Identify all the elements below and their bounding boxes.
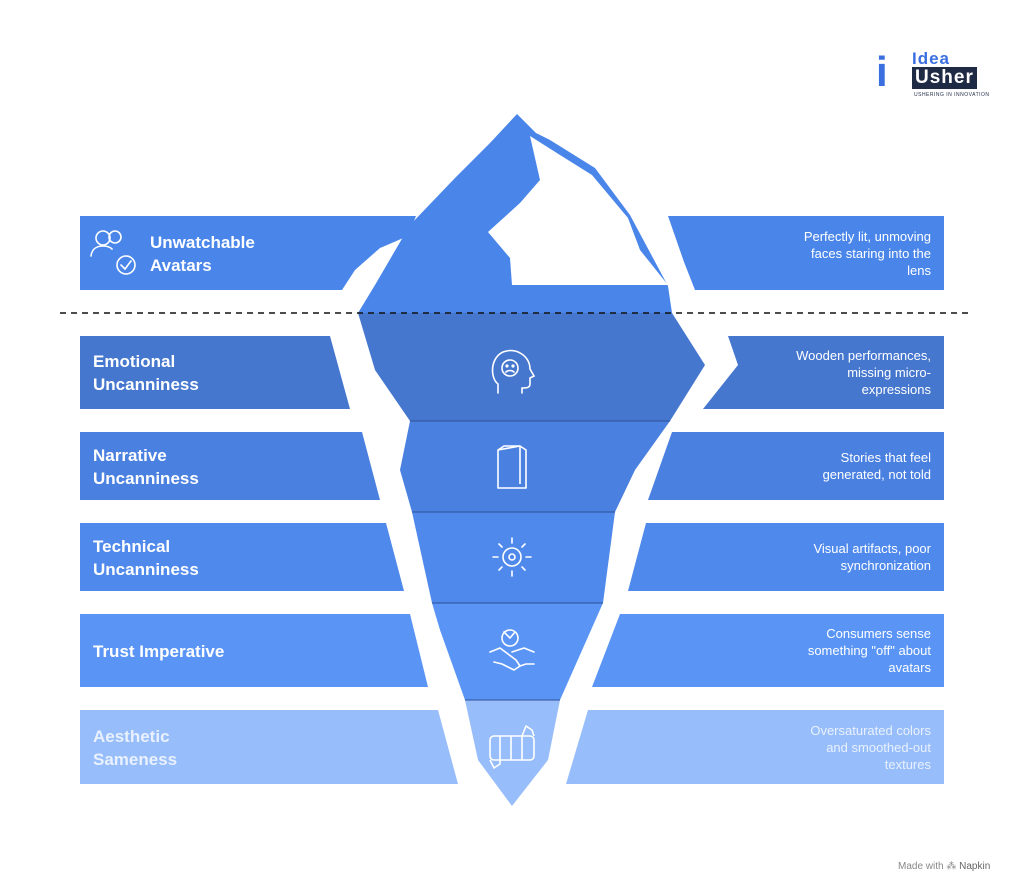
level-3-left-band — [80, 523, 404, 591]
tip-right-band — [668, 216, 944, 290]
level-4-left-band — [80, 614, 428, 687]
tip-left-band — [80, 216, 416, 290]
level-3-label: Technical Uncanniness — [93, 537, 199, 579]
level-4-description: Consumers sense something "off" about av… — [807, 626, 931, 675]
level-2-left-band — [80, 432, 380, 500]
napkin-icon: ⁂ — [946, 861, 957, 872]
level-5-label: Aesthetic Sameness — [93, 727, 178, 769]
scroll-icon — [489, 725, 535, 769]
level-5-description: Oversaturated colors and smoothed-out te… — [810, 723, 931, 772]
level-5-left-band — [80, 710, 458, 784]
handshake-icon — [489, 629, 535, 671]
gear-sun-icon — [492, 537, 532, 577]
level-2-label: Narrative Uncanniness — [93, 446, 199, 488]
tip-description: Perfectly lit, unmoving faces staring in… — [803, 229, 931, 278]
iceberg-level-4 — [432, 603, 603, 700]
level-3-right-band — [628, 523, 944, 591]
level-1-right-band — [703, 336, 944, 409]
tip-label: Unwatchable Avatars — [150, 233, 255, 275]
logo-tagline: USHERING IN INNOVATION — [914, 92, 990, 98]
level-4-label: Trust Imperative — [93, 642, 225, 661]
level-4-right-band — [592, 614, 944, 687]
book-icon — [497, 445, 527, 489]
credit-brand: Napkin — [959, 861, 991, 872]
level-2-right-band — [648, 432, 944, 500]
level-2-description: Stories that feel generated, not told — [822, 450, 931, 482]
sad-head-icon — [491, 349, 536, 394]
iceberg-level-2 — [400, 421, 670, 512]
snow-cap — [488, 136, 668, 285]
level-1-label: Emotional Uncanniness — [93, 352, 199, 394]
credit-prefix: Made with — [898, 861, 944, 872]
section-dividers — [410, 420, 670, 701]
user-check-icon — [90, 230, 136, 275]
logo-word-idea: Idea — [912, 49, 951, 68]
made-with-credit: Made with ⁂ Napkin — [898, 861, 990, 872]
level-3-description: Visual artifacts, poor synchronization — [813, 541, 931, 573]
logo-word-usher: Usher — [912, 67, 977, 89]
level-1-description: Wooden performances, missing micro- expr… — [796, 348, 931, 397]
level-1-left-band — [80, 336, 350, 409]
iceberg-level-1 — [358, 313, 705, 421]
logo-letter: i — [876, 48, 888, 95]
iceberg-level-3 — [412, 512, 615, 603]
level-5-right-band — [566, 710, 944, 784]
logo: i Idea Usher USHERING IN INNOVATION — [876, 47, 1006, 101]
iceberg-level-5 — [465, 700, 560, 806]
